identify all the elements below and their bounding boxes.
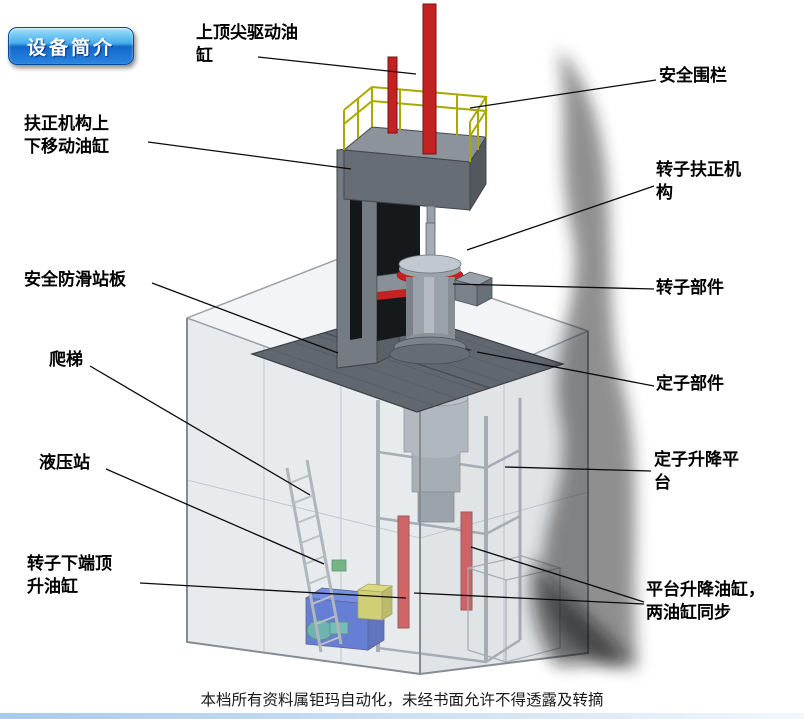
label-ladder: 爬梯 [49,350,83,369]
label-stator-lift-platform: 定子升降平台 [654,450,739,492]
leader-platform-cyl-2 [413,592,645,605]
leader-stator-part [476,351,655,387]
platform-lift-cylinder-rods [397,511,473,629]
leader-safety-fence [469,79,657,109]
title-badge: 设备简介 [8,27,134,65]
leader-ladder [89,365,311,496]
leader-antislip-plate [151,282,339,354]
top-drive-rods [387,3,437,155]
leader-centering-cylinder [147,141,352,170]
label-stator-part: 定子部件 [656,374,724,393]
label-top-drive-cylinder: 上顶尖驱动油缸 [196,23,298,65]
label-centering-cylinder: 扶正机构上下移动油缸 [24,114,109,156]
leader-rotor-part [452,283,655,290]
leader-lines [89,56,657,605]
leader-rotor-jack [139,582,407,599]
label-safety-fence: 安全围栏 [659,66,727,85]
rotor-assembly [376,205,494,365]
bottom-accent-strip [0,713,804,719]
head-assembly [342,126,487,212]
footer-copyright: 本档所有资料属钜玛自动化，未经书面允许不得透露及转摘 [200,692,604,709]
ladder-graphic [285,459,343,653]
label-rotor-centering: 转子扶正机构 [656,160,741,202]
leader-hydraulic-station [105,468,325,565]
leader-top-drive-cylinder [257,56,417,75]
label-antislip-plate: 安全防滑站板 [24,270,126,289]
leader-platform-cyl-1 [470,546,645,603]
title-badge-label: 设备简介 [26,37,115,59]
label-platform-lift-cylinders: 平台升降油缸，两油缸同步 [646,580,765,622]
label-hydraulic-station: 液压站 [39,453,90,472]
label-rotor-jack-cylinder: 转子下端顶升油缸 [27,554,112,596]
leader-stator-platform [504,466,652,472]
shadow-smudge [531,50,638,668]
leader-rotor-centering [466,185,655,251]
label-rotor-part: 转子部件 [656,278,724,297]
